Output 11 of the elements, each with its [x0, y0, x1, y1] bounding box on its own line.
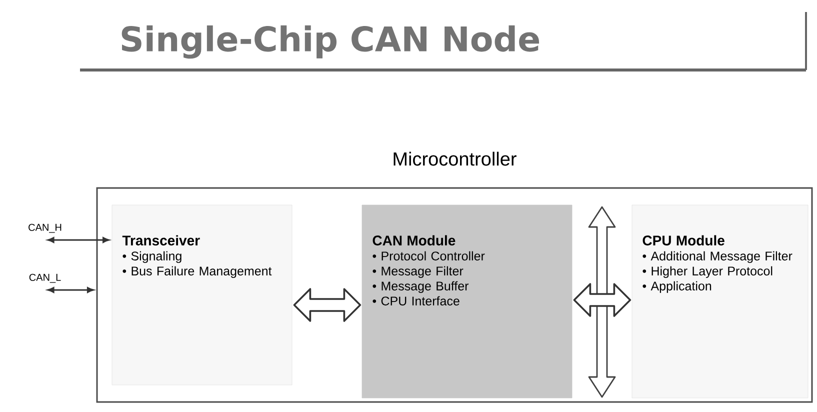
signal-label: CAN_L [29, 274, 61, 283]
hollow-arrow [293, 288, 362, 322]
module-box: Transceiver • Signaling • Bus Failure Management [112, 204, 292, 386]
signal-label: CAN_H [28, 224, 62, 233]
hollow-arrow [573, 283, 632, 317]
arrow [47, 287, 94, 293]
module-box: CAN Module • Protocol Controller • Message Filter • Message Buffer • CPU Interface [362, 204, 572, 398]
module-box: CPU Module • Additional Message Filter • Higher Layer Protocol • Application [632, 204, 808, 398]
arrow [47, 237, 110, 243]
title: Single-Chip CAN Node [122, 25, 540, 59]
node-label: Microcontroller [394, 152, 516, 166]
